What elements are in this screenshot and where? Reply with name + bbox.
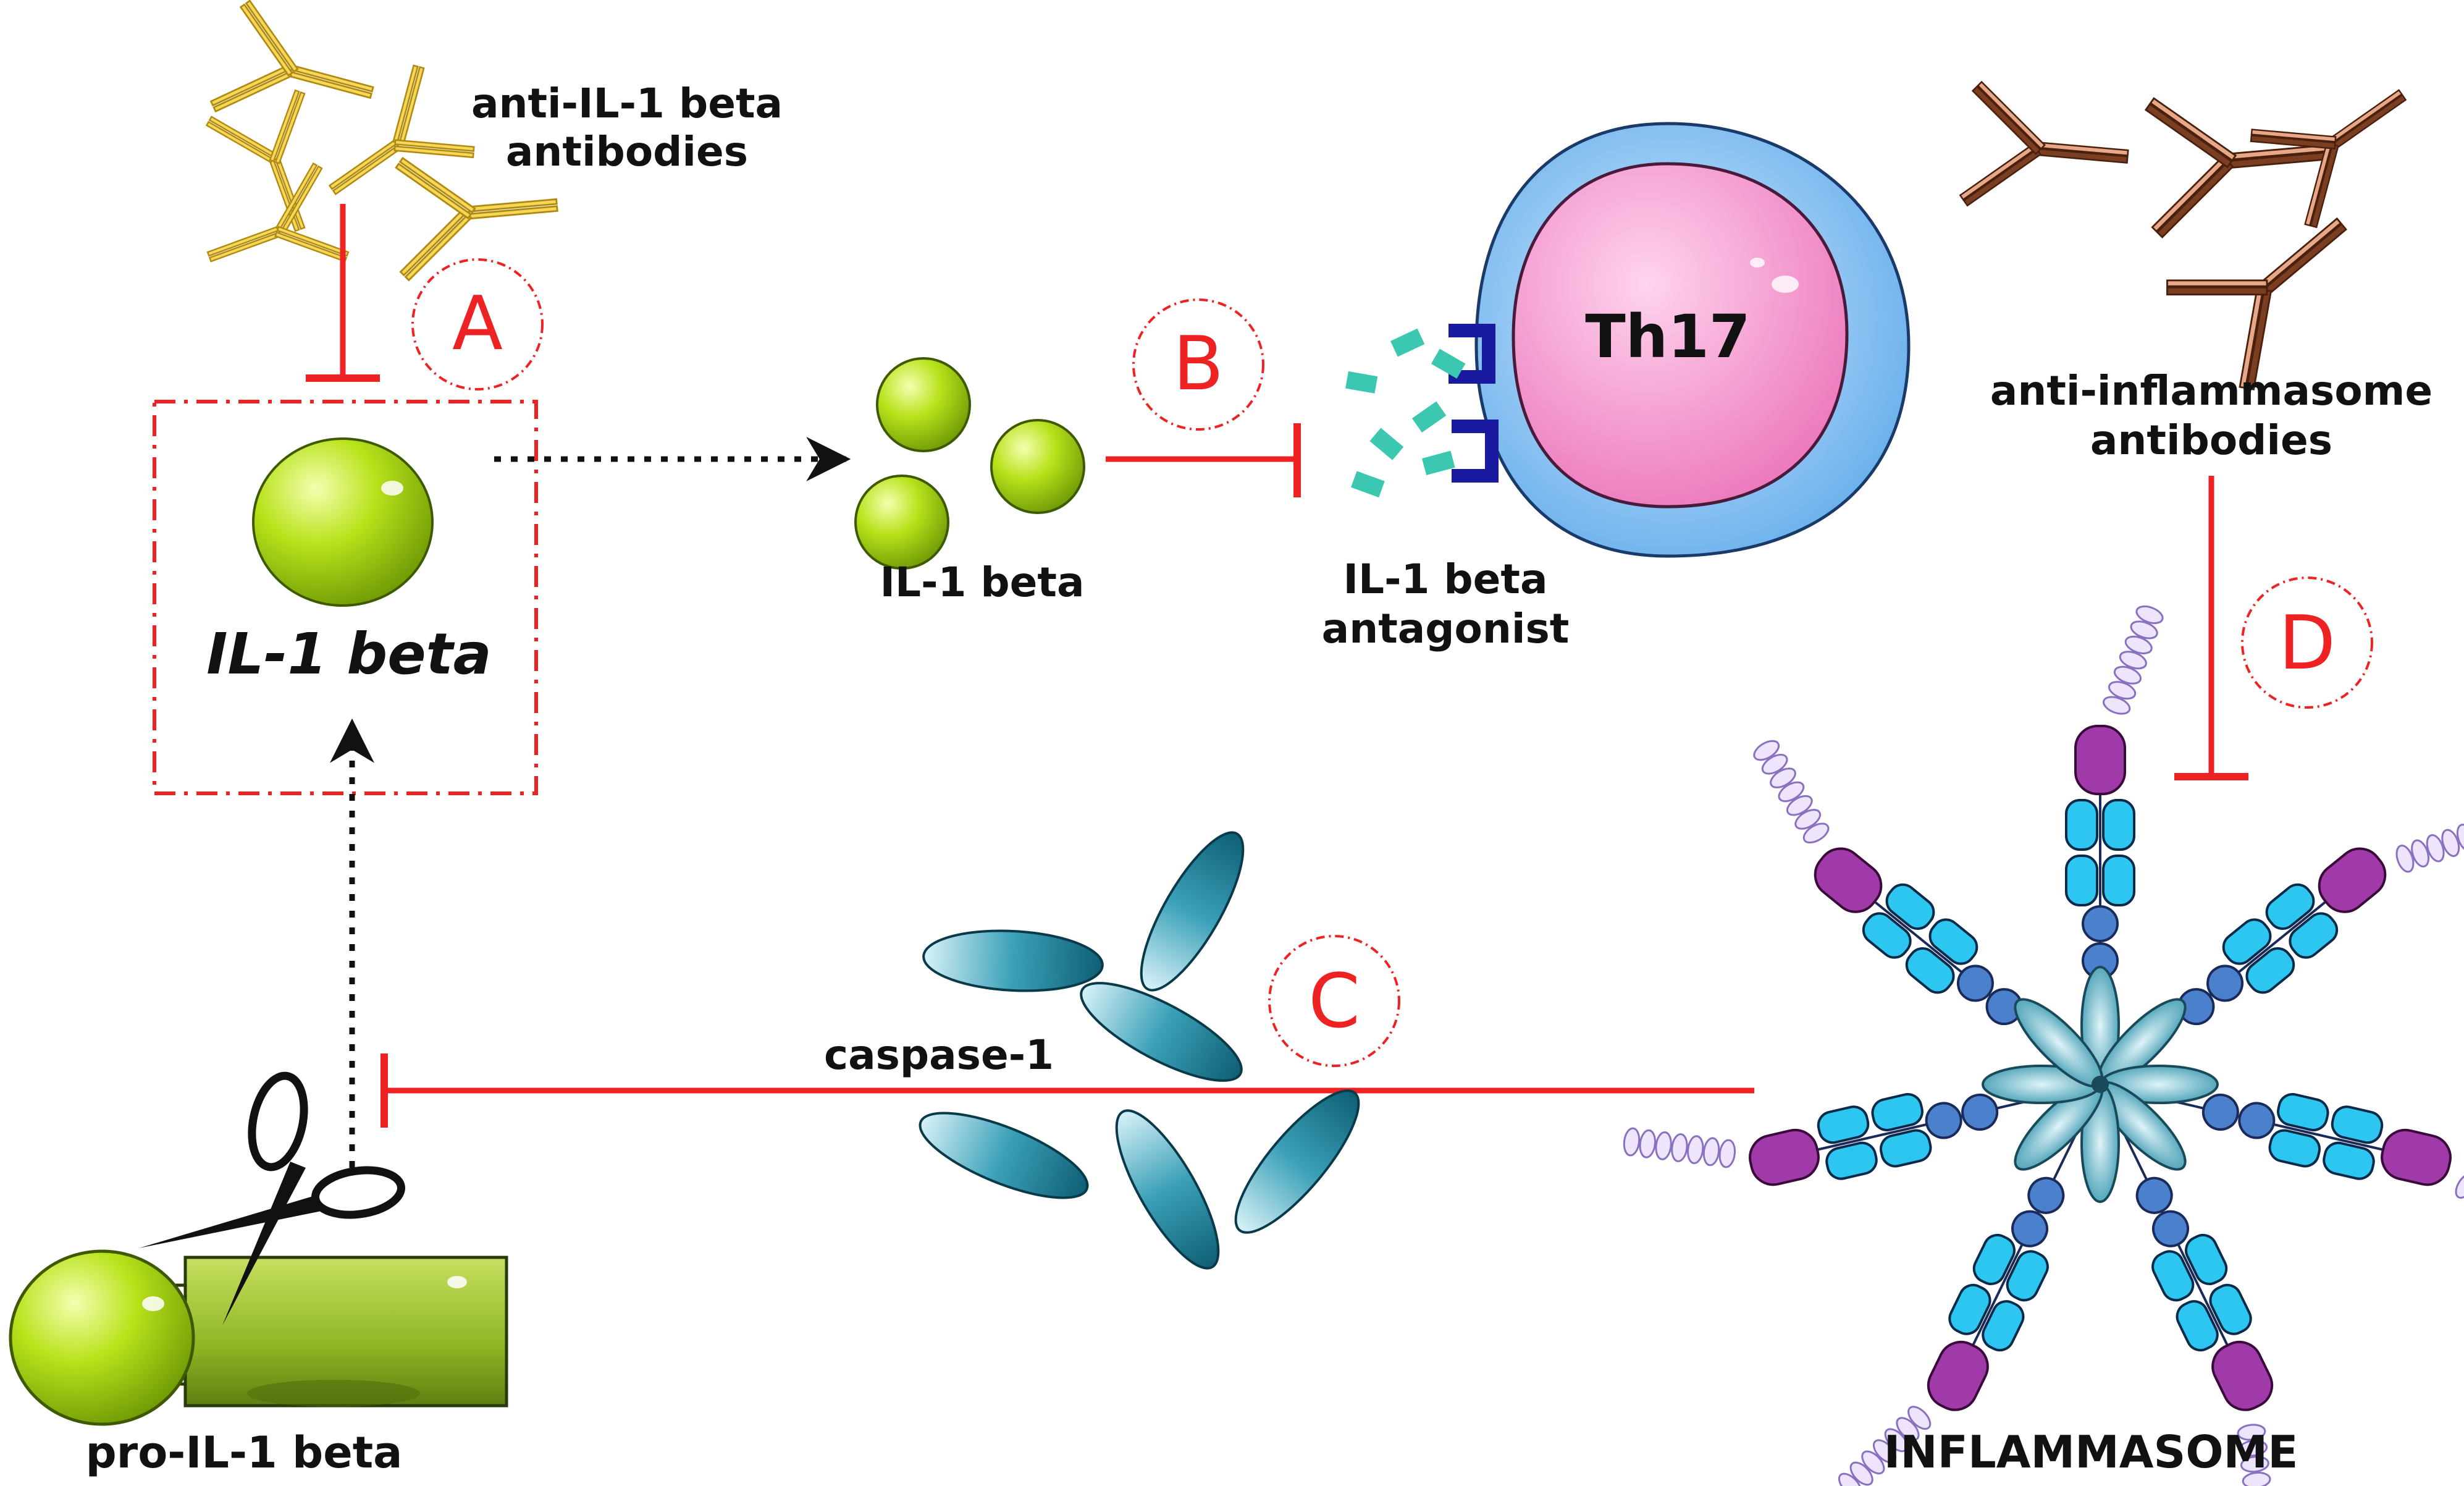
inflammasome-icon	[1621, 602, 2464, 1486]
pro-il1-beta-label: pro-IL-1 beta	[86, 1427, 403, 1478]
anti-il1-label-line2: antibodies	[506, 128, 748, 175]
il1-antagonist-icon	[1345, 328, 1466, 498]
il1-beta-label: IL-1 beta	[880, 559, 1085, 606]
marker-b: B	[1173, 321, 1224, 407]
inhibition-d	[2174, 476, 2248, 780]
anti-inflammasome-label-line2: antibodies	[2090, 416, 2332, 464]
marker-d-circle	[2241, 576, 2373, 709]
il1-receptor-icon	[1449, 324, 1499, 483]
pro-il1-beta-icon	[9, 1249, 508, 1426]
inhibition-b	[1106, 423, 1301, 497]
marker-a: A	[452, 281, 503, 367]
marker-a-circle	[411, 258, 544, 390]
anti-il1-label-line1: anti-IL-1 beta	[471, 80, 783, 127]
antagonist-label-line1: IL-1 beta	[1343, 555, 1548, 603]
antagonist-label-line2: antagonist	[1322, 605, 1570, 652]
th17-label: Th17	[1585, 302, 1750, 371]
th17-cell-icon	[1474, 122, 1911, 558]
il1-beta-box	[153, 400, 538, 795]
caspase-1-icon	[919, 831, 1360, 1270]
marker-c: C	[1308, 959, 1360, 1045]
anti-inflammasome-antibodies-icon	[1958, 46, 2437, 397]
anti-inflammasome-label-line1: anti-inflammasome	[1990, 367, 2432, 415]
inflammasome-core	[1982, 966, 2219, 1203]
il1-beta-mature-icon	[252, 437, 434, 607]
inflammasome-label: INFLAMMASOME	[1884, 1426, 2298, 1478]
il1-beta-box-label: IL-1 beta	[206, 621, 491, 687]
marker-d: D	[2279, 601, 2336, 686]
scissors-icon	[139, 1071, 405, 1325]
inhibition-c	[381, 1053, 1754, 1128]
il1-beta-cluster-icon	[854, 357, 1085, 570]
caspase-label: caspase-1	[824, 1031, 1054, 1079]
inhibition-a	[306, 204, 380, 382]
marker-c-circle	[1268, 935, 1400, 1067]
marker-b-circle	[1132, 298, 1264, 431]
